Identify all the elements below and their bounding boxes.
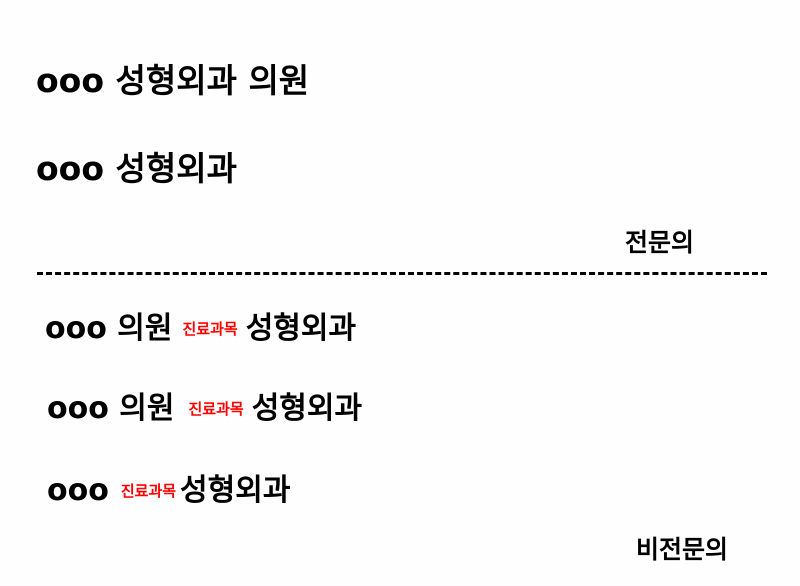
non-specialist-line-1: ooo 의원 진료과목 성형외과 — [45, 314, 356, 344]
specialist-line-1: ooo 성형외과 의원 — [36, 64, 309, 97]
department-name: 성형외과 — [245, 311, 357, 346]
clinic-prefix: ooo — [36, 149, 105, 188]
section-divider — [37, 272, 767, 275]
department-tag: 진료과목 — [182, 320, 238, 338]
department-tag: 진료과목 — [188, 400, 244, 418]
department-tag: 진료과목 — [120, 482, 177, 500]
clinic-prefix: ooo — [47, 473, 109, 508]
clinic-name: 성형외과 — [115, 149, 237, 188]
clinic-prefix: ooo 의원 — [47, 391, 175, 426]
clinic-prefix: ooo — [36, 61, 105, 100]
non-specialist-line-2: ooo 의원 진료과목 성형외과 — [47, 394, 362, 424]
clinic-name: 성형외과 의원 — [115, 61, 310, 100]
clinic-prefix: ooo 의원 — [45, 311, 173, 346]
specialist-line-2: ooo 성형외과 — [36, 152, 237, 185]
department-name: 성형외과 — [180, 473, 291, 508]
non-specialist-label: 비전문의 — [636, 535, 729, 564]
specialist-label: 전문의 — [625, 228, 695, 257]
department-name: 성형외과 — [251, 391, 363, 426]
